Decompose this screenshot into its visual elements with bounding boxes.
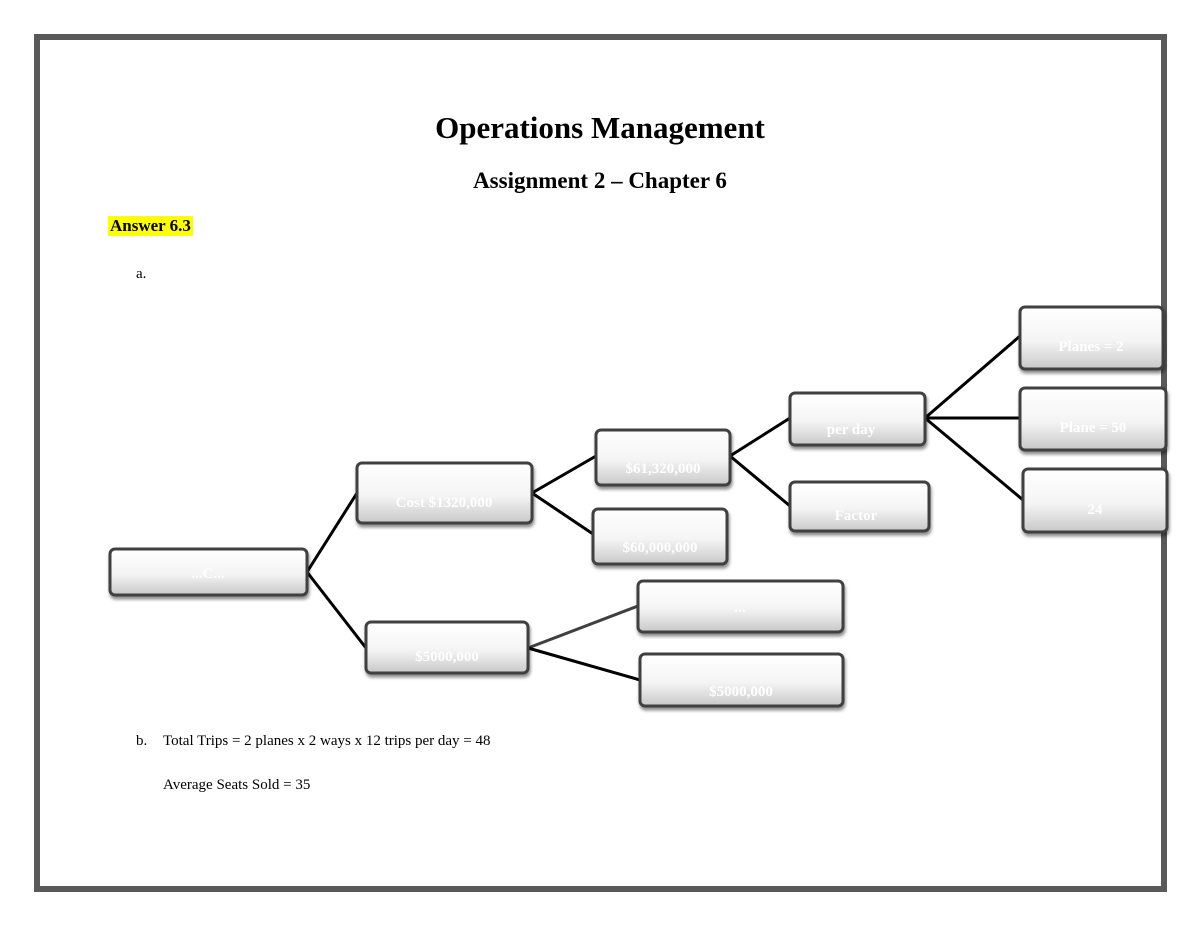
node-planes50: Plane = 50 (1018, 386, 1168, 452)
edge-61m-perday (729, 416, 791, 458)
svg-text:24: 24 (1088, 502, 1104, 518)
total-trips-text: Total Trips = 2 planes x 2 ways x 12 tri… (163, 733, 491, 749)
edge-5m-a-upper (527, 604, 639, 650)
svg-text:per day: per day (827, 422, 876, 438)
page-border (34, 34, 1167, 892)
svg-text:$60,000,000: $60,000,000 (623, 540, 698, 556)
svg-text:...: ... (734, 600, 746, 616)
svg-text:Cost $1320,000: Cost $1320,000 (396, 495, 493, 511)
svg-text:...C...: ...C... (191, 566, 225, 582)
part-b-label: b. (136, 733, 148, 749)
edge-perday-planes2 (924, 334, 1021, 420)
part-a-label: a. (136, 266, 147, 282)
document-title: Operations Management (435, 110, 765, 145)
svg-text:Factor: Factor (835, 508, 878, 524)
svg-text:$61,320,000: $61,320,000 (626, 461, 701, 477)
document-subtitle: Assignment 2 – Chapter 6 (473, 168, 727, 193)
part-b-line1: b. Total Trips = 2 planes x 2 ways x 12 t… (136, 733, 491, 750)
edge-root-cost (305, 492, 359, 573)
node-root: ...C... (108, 547, 309, 597)
edge-5m-a-5m-b (527, 646, 641, 682)
node-61m: $61,320,000 (594, 428, 732, 487)
answer-heading: Answer 6.3 (108, 216, 193, 236)
part-b-line2: Average Seats Sold = 35 (163, 777, 311, 793)
edge-root-5m-a (305, 571, 368, 649)
node-planes2: Planes = 2 (1018, 305, 1165, 371)
node-cost: Cost $1320,000 (355, 461, 534, 525)
edge-perday-24 (924, 416, 1024, 502)
node-24: 24 (1021, 467, 1169, 534)
edge-cost-61m (531, 454, 597, 495)
node-60m: $60,000,000 (591, 507, 729, 566)
node-perday: per day (788, 391, 927, 447)
svg-text:Planes = 2: Planes = 2 (1058, 339, 1123, 355)
node-upper-right: ... (636, 579, 845, 634)
svg-text:$5000,000: $5000,000 (415, 649, 479, 665)
node-5m-a: $5000,000 (364, 620, 530, 675)
edge-61m-factor (729, 454, 791, 508)
node-factor: Factor (788, 480, 931, 533)
svg-text:$5000,000: $5000,000 (709, 684, 773, 700)
svg-text:Plane = 50: Plane = 50 (1060, 420, 1127, 436)
edge-cost-60m (531, 491, 597, 538)
node-5m-b: $5000,000 (638, 652, 845, 708)
